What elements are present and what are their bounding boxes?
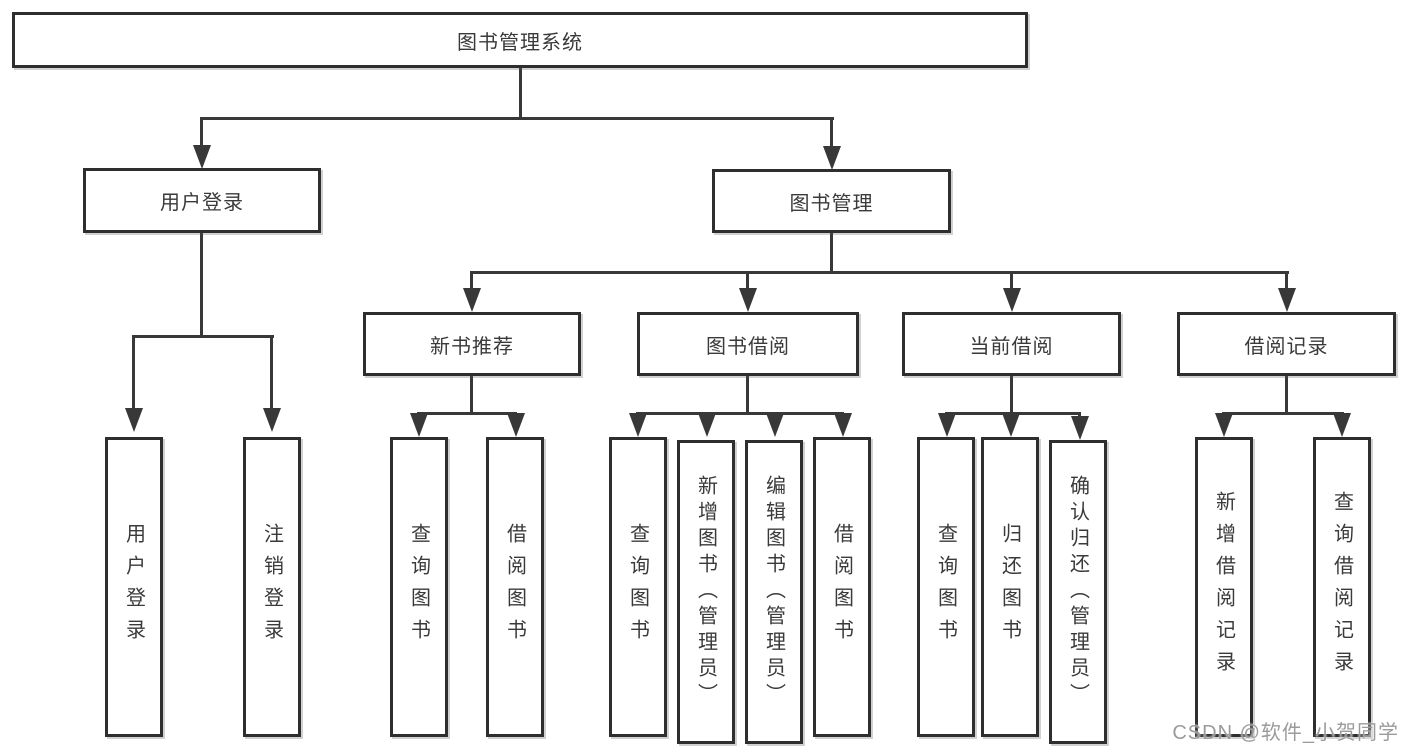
connector-vline	[519, 66, 522, 119]
connector-vline	[470, 271, 473, 291]
leaf-label: 借阅图书	[503, 523, 526, 651]
leaf-label: 新增图书（管理员）	[694, 475, 717, 709]
arrowhead-icon	[938, 413, 956, 437]
arrowhead-icon	[1215, 413, 1233, 437]
arrowhead-icon	[766, 413, 784, 437]
connector-hline	[636, 412, 844, 415]
leaf-label: 编辑图书（管理员）	[762, 475, 785, 709]
leaf-edit-book-admin: 编辑图书（管理员）	[745, 440, 803, 744]
connector-vline	[1285, 374, 1288, 415]
arrowhead-icon	[629, 413, 647, 437]
leaf-query-books-current: 查询图书	[917, 437, 975, 737]
leaf-query-books-borrowing: 查询图书	[609, 437, 667, 737]
leaf-user-login: 用户登录	[105, 437, 163, 737]
connector-vline	[746, 374, 749, 415]
arrowhead-icon	[1071, 416, 1089, 440]
leaf-borrow-books: 借阅图书	[813, 437, 871, 737]
connector-vline	[200, 231, 203, 337]
connector-vline	[830, 231, 833, 274]
leaf-label: 用户登录	[122, 523, 145, 651]
arrowhead-icon	[507, 413, 525, 437]
arrowhead-icon	[739, 288, 757, 312]
leaf-label: 确认归还（管理员）	[1066, 475, 1089, 709]
arrowhead-icon	[698, 413, 716, 437]
leaf-add-borrow-record: 新增借阅记录	[1195, 437, 1253, 737]
connector-vline	[830, 117, 833, 147]
leaf-return-book: 归还图书	[981, 437, 1039, 737]
connector-vline	[1010, 374, 1013, 415]
arrowhead-icon	[1278, 288, 1296, 312]
leaf-borrow-books-recommend: 借阅图书	[486, 437, 544, 737]
arrowhead-icon	[193, 145, 211, 169]
leaf-label: 查询借阅记录	[1330, 491, 1353, 683]
leaf-label: 查询图书	[934, 523, 957, 651]
leaf-label: 借阅图书	[830, 523, 853, 651]
arrowhead-icon	[834, 413, 852, 437]
connector-vline	[1285, 271, 1288, 291]
arrowhead-icon	[263, 408, 281, 432]
leaf-confirm-return-admin: 确认归还（管理员）	[1049, 440, 1107, 744]
arrowhead-icon	[1002, 413, 1020, 437]
connector-vline	[132, 335, 135, 410]
node-user-login: 用户登录	[83, 168, 321, 233]
leaf-query-books-recommend: 查询图书	[390, 437, 448, 737]
arrowhead-icon	[1003, 288, 1021, 312]
connector-hline	[132, 335, 274, 338]
leaf-label: 归还图书	[998, 523, 1021, 651]
arrowhead-icon	[125, 408, 143, 432]
connector-vline	[270, 335, 273, 410]
node-new-book-recommend: 新书推荐	[363, 312, 581, 376]
node-borrow-records: 借阅记录	[1177, 312, 1396, 376]
connector-vline	[1010, 271, 1013, 291]
leaf-query-borrow-record: 查询借阅记录	[1313, 437, 1371, 737]
leaf-logout: 注销登录	[243, 437, 301, 737]
connector-hline	[1222, 412, 1344, 415]
leaf-label: 新增借阅记录	[1212, 491, 1235, 683]
connector-vline	[200, 117, 203, 147]
node-book-borrowing: 图书借阅	[637, 312, 859, 376]
connector-hline	[470, 271, 1289, 274]
arrowhead-icon	[410, 413, 428, 437]
node-root: 图书管理系统	[12, 12, 1028, 68]
leaf-label: 查询图书	[407, 523, 430, 651]
connector-vline	[470, 374, 473, 415]
arrowhead-icon	[1333, 413, 1351, 437]
leaf-add-book-admin: 新增图书（管理员）	[677, 440, 735, 744]
connector-vline	[746, 271, 749, 291]
leaf-label: 查询图书	[626, 523, 649, 651]
connector-hline	[417, 412, 517, 415]
arrowhead-icon	[823, 146, 841, 170]
leaf-label: 注销登录	[260, 523, 283, 651]
node-book-management: 图书管理	[712, 169, 951, 233]
csdn-watermark: CSDN @软件_小贺同学	[1172, 722, 1399, 744]
connector-hline	[200, 117, 834, 120]
connector-vline	[1078, 412, 1081, 418]
arrowhead-icon	[463, 288, 481, 312]
node-current-borrowing: 当前借阅	[902, 312, 1121, 376]
